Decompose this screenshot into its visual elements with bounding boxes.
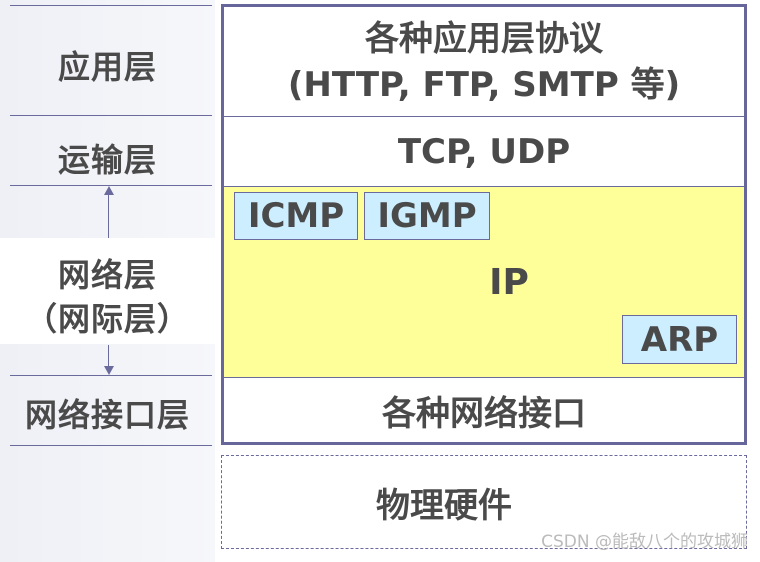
arp-box: ARP (622, 315, 737, 364)
label-network-interface-layer: 网络接口层 (24, 396, 190, 434)
tcpip-stack: 各种应用层协议 (HTTP, FTP, SMTP 等) TCP, UDP IP … (221, 4, 747, 445)
label-application-layer: 应用层 (57, 48, 157, 86)
physical-hardware-label: 物理硬件 (376, 485, 512, 526)
label-network-layer: 网络层 (57, 256, 157, 294)
label-internet-layer: （网际层） (24, 300, 190, 338)
application-protocol-examples: (HTTP, FTP, SMTP 等) (287, 64, 681, 105)
igmp-box: IGMP (364, 192, 490, 240)
transport-row: TCP, UDP (224, 117, 744, 187)
divider (10, 185, 212, 186)
application-row: 各种应用层协议 (HTTP, FTP, SMTP 等) (224, 7, 744, 117)
physical-hardware-box: 物理硬件 (221, 455, 747, 549)
arrow-head-down-icon (104, 366, 114, 375)
network-label-background (0, 238, 215, 344)
down-arrow (108, 345, 109, 371)
ip-label: IP (489, 261, 529, 303)
divider (10, 115, 212, 116)
arrow-head-up-icon (104, 186, 114, 195)
watermark: CSDN @能敌八个的攻城狮 (541, 532, 748, 552)
divider (10, 5, 212, 6)
icmp-box: ICMP (234, 192, 358, 240)
application-protocols: 各种应用层协议 (365, 18, 603, 59)
interface-row: 各种网络接口 (382, 393, 586, 434)
divider (10, 375, 212, 376)
up-arrow (108, 190, 109, 238)
label-transport-layer: 运输层 (57, 141, 157, 179)
divider (10, 445, 212, 446)
